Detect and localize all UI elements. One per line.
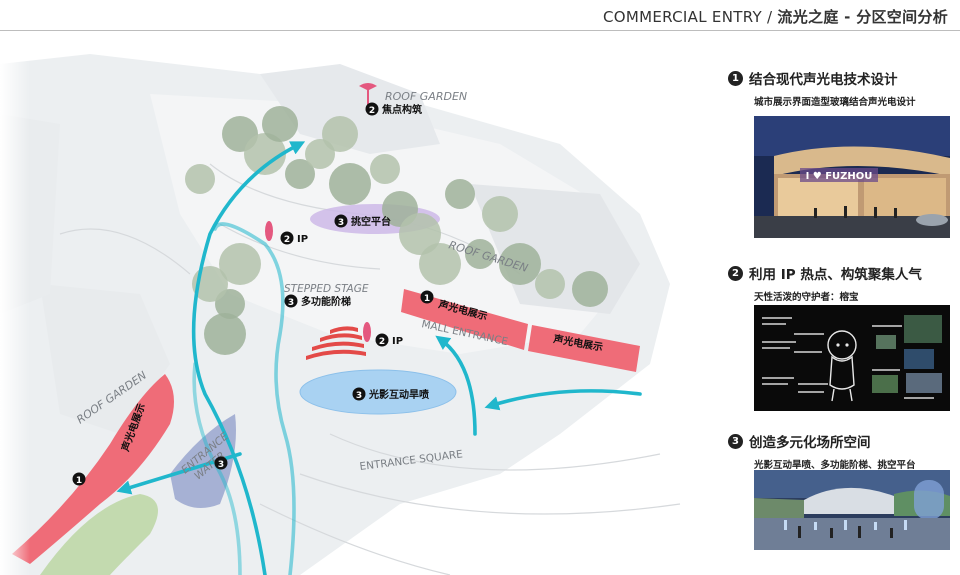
svg-text:3: 3 [288, 298, 294, 308]
svg-text:焦点构筑: 焦点构筑 [381, 103, 422, 116]
section-2-number: 2 [728, 265, 743, 281]
section-1-subtitle: 城市展示界面造型玻璃结合声光电设计 [754, 97, 916, 108]
photo-sign-text: I ♥ FUZHOU [806, 171, 873, 182]
svg-text:2: 2 [284, 235, 290, 245]
tree [445, 179, 475, 209]
section-1-title: 结合现代声光电技术设计 [749, 72, 898, 88]
svg-text:挑空平台: 挑空平台 [351, 215, 391, 228]
section-2: 2 利用 IP 热点、构筑聚集人气 天性活泼的守护者：榕宝 [728, 263, 950, 303]
site-plan: ROOF GARDEN ROOF GARDEN ROOF GARDEN STEP… [0, 34, 681, 575]
section-2-subtitle: 天性活泼的守护者：榕宝 [754, 292, 859, 303]
tree [499, 243, 541, 285]
svg-text:3: 3 [338, 218, 344, 228]
light-show-strip-left [12, 374, 174, 564]
svg-text:2: 2 [369, 106, 375, 116]
tree [204, 313, 246, 355]
section-1-number: 1 [728, 70, 743, 86]
tree [399, 213, 441, 255]
marker-stage: 3 多功能阶梯 [284, 294, 351, 308]
section-3-subtitle: 光影互动旱喷、多功能阶梯、挑空平台 [754, 460, 916, 471]
section-3-title: 创造多元化场所空间 [749, 435, 871, 451]
svg-text:IP: IP [297, 234, 308, 245]
svg-text:多功能阶梯: 多功能阶梯 [301, 295, 351, 308]
tree [370, 154, 400, 184]
label-stepped-stage: STEPPED STAGE [284, 283, 369, 295]
ip-figure-top [265, 221, 273, 241]
marker-fountain: 3 光影互动旱喷 [352, 387, 429, 401]
svg-text:IP: IP [392, 336, 403, 347]
tree [572, 271, 608, 307]
grass-patch [40, 494, 158, 575]
svg-text:1: 1 [424, 294, 430, 304]
section-3-photo [754, 470, 950, 550]
marker-ip-mid: 2 IP [375, 333, 403, 347]
tree [185, 164, 215, 194]
header-en: COMMERCIAL ENTRY / [603, 8, 778, 26]
section-3: 3 创造多元化场所空间 光影互动旱喷、多功能阶梯、挑空平台 [728, 431, 950, 471]
tree [244, 133, 286, 175]
svg-text:3: 3 [356, 391, 362, 401]
entrance-water-feature [170, 414, 236, 508]
tree [219, 243, 261, 285]
fountain-pool [299, 369, 457, 415]
header-divider [0, 30, 960, 31]
section-1: 1 结合现代声光电技术设计 城市展示界面造型玻璃结合声光电设计 [728, 68, 950, 108]
svg-text:2: 2 [379, 337, 385, 347]
focal-structure-icon [359, 83, 377, 106]
section-2-photo [754, 305, 950, 411]
svg-text:3: 3 [218, 460, 224, 470]
light-show-strip-1 [401, 289, 528, 350]
light-show-strip-2 [528, 325, 640, 372]
marker-entrance-water: 3 [214, 456, 228, 470]
section-1-photo: I ♥ FUZHOU [754, 116, 950, 238]
label-roof-garden-top: ROOF GARDEN [385, 90, 467, 103]
tree [285, 159, 315, 189]
marker-ip-top: 2 IP [280, 231, 308, 245]
stepped-stage [306, 326, 366, 360]
tree [305, 139, 335, 169]
tree [465, 239, 495, 269]
marker-canopy: 3 挑空平台 [334, 214, 391, 228]
ip-figure-mid [363, 322, 371, 342]
tree [329, 163, 371, 205]
tree [535, 269, 565, 299]
header-cn: 流光之庭 - 分区空间分析 [777, 8, 948, 26]
svg-text:光影互动旱喷: 光影互动旱喷 [368, 388, 429, 401]
page-header: COMMERCIAL ENTRY / 流光之庭 - 分区空间分析 [603, 6, 948, 27]
section-3-number: 3 [728, 433, 743, 449]
svg-text:1: 1 [76, 476, 82, 486]
edge-fade-left [0, 34, 30, 575]
section-2-title: 利用 IP 热点、构筑聚集人气 [749, 267, 922, 283]
tree [419, 243, 461, 285]
tree [482, 196, 518, 232]
tree [262, 106, 298, 142]
marker-focal-structure: 2 焦点构筑 [365, 102, 422, 116]
tree [322, 116, 358, 152]
